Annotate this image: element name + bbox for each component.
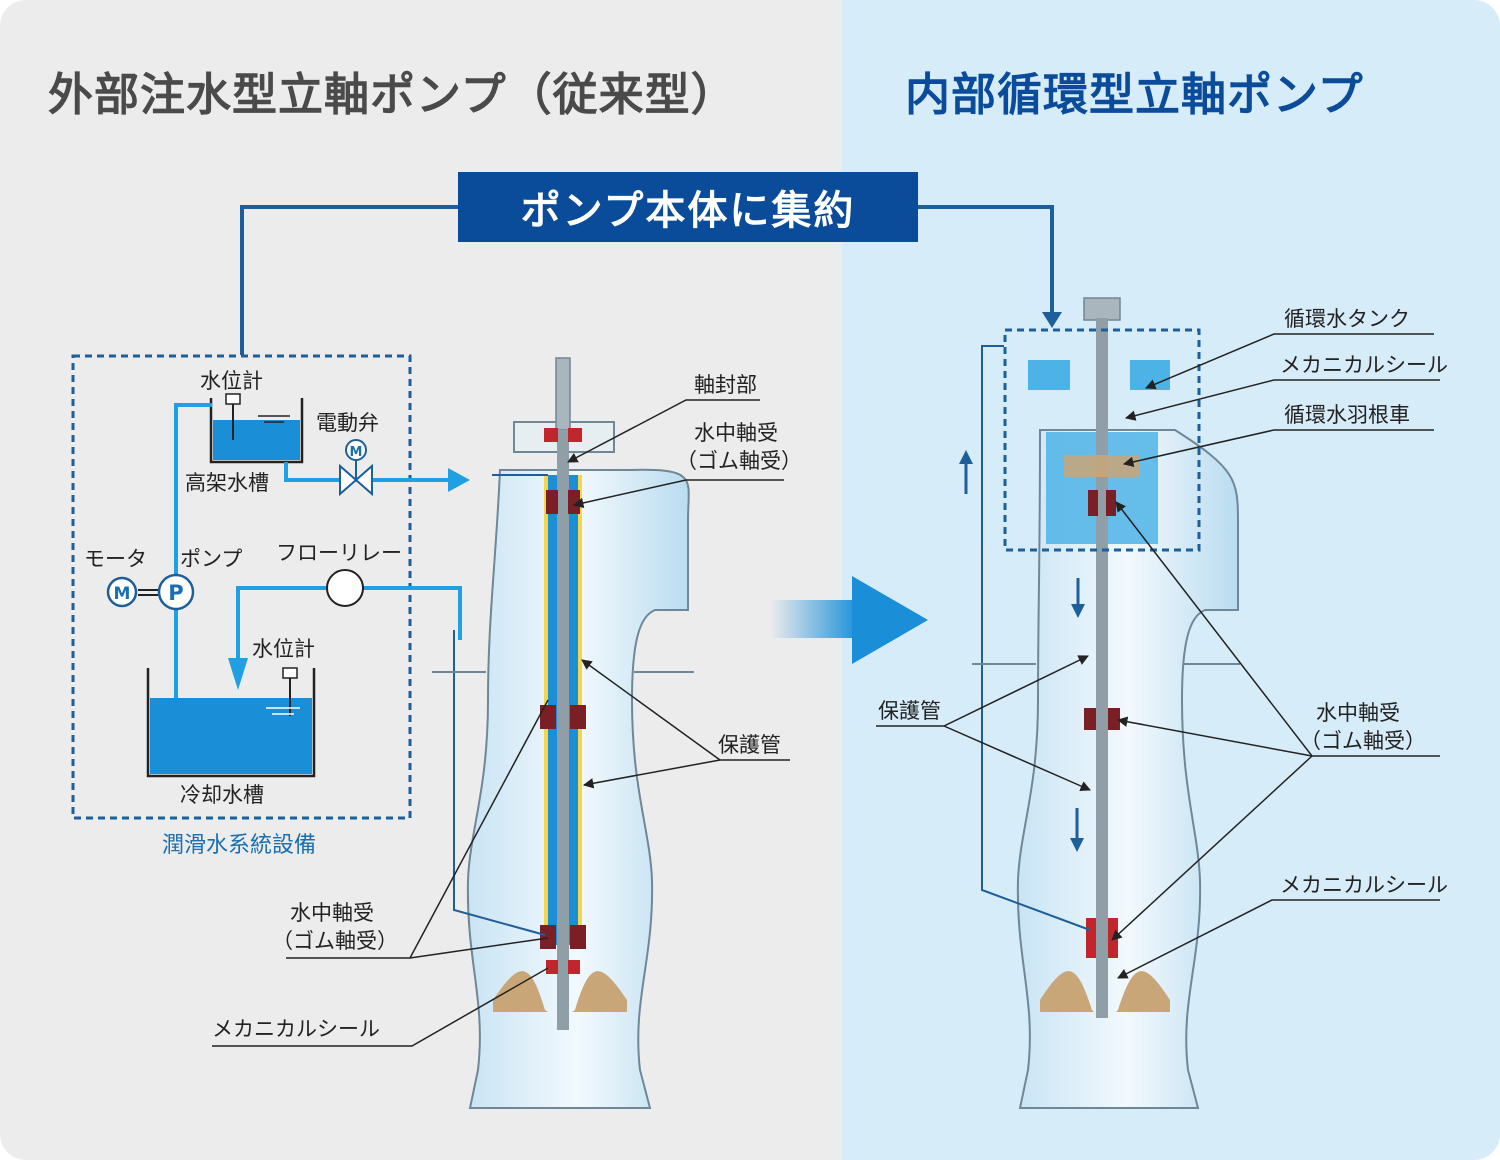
- conventional-pump-title: 外部注水型立軸ポンプ（従来型）: [48, 68, 737, 121]
- bearing-label-line2: （ゴム軸受）: [676, 449, 802, 473]
- right-pump-leaders: 循環水タンク メカニカルシール 循環水羽根車 保護管 水中軸受 （ゴム軸受） メ…: [876, 307, 1448, 979]
- bearing-label-right-line2: （ゴム軸受）: [1300, 729, 1426, 753]
- banner-connector-lines: [240, 205, 1062, 355]
- circ-tank-label: 循環水タンク: [1284, 307, 1410, 331]
- shaft-seal-label: 軸封部: [694, 373, 757, 397]
- cooling-tank-label: 冷却水槽: [180, 783, 264, 807]
- motor-symbol: M: [106, 576, 138, 608]
- protection-tube-label-left: 保護管: [718, 733, 781, 757]
- svg-text:P: P: [168, 581, 183, 605]
- mech-seal-top-label: メカニカルシール: [1280, 353, 1448, 377]
- internal-circulation-pump-title: 内部循環型立軸ポンプ: [905, 68, 1364, 121]
- lubrication-system-caption: 潤滑水系統設備: [162, 833, 316, 858]
- bearing-label-right-line1: 水中軸受: [1316, 701, 1400, 725]
- mech-seal-bottom-label: メカニカルシール: [1280, 873, 1448, 897]
- protection-tube-label-right: 保護管: [878, 699, 941, 723]
- flow-relay-label: フローリレー: [276, 541, 402, 565]
- pump-label: ポンプ: [180, 547, 242, 571]
- motor-label: モータ: [84, 547, 147, 571]
- elevated-tank: [209, 393, 304, 464]
- left-pump-leaders: 軸封部 水中軸受 （ゴム軸受） 保護管 水中軸受 （ゴム軸受） メカニカルシール: [212, 373, 802, 1047]
- svg-text:M: M: [114, 584, 131, 604]
- circ-impeller-label: 循環水羽根車: [1284, 403, 1410, 427]
- lower-bearing-label-line1: 水中軸受: [290, 901, 374, 925]
- svg-text:M: M: [350, 445, 363, 460]
- pump-symbol: P: [157, 573, 195, 611]
- consolidation-banner: ポンプ本体に集約: [458, 172, 918, 242]
- water-level-gauge-top-label: 水位計: [200, 369, 263, 393]
- transition-arrow: [770, 576, 928, 664]
- elevated-tank-label: 高架水槽: [185, 471, 269, 495]
- internal-circulation-pump-drawing: [959, 297, 1240, 1109]
- electric-valve-symbol: M: [339, 439, 373, 497]
- mech-seal-label-left: メカニカルシール: [212, 1017, 380, 1041]
- lubrication-system: M P M: [71, 354, 470, 858]
- conventional-pump-drawing: [432, 357, 694, 1109]
- electric-valve-label: 電動弁: [316, 411, 379, 435]
- lower-bearing-label-line2: （ゴム軸受）: [272, 929, 398, 953]
- cooling-tank: [146, 667, 316, 778]
- bearing-label-line1: 水中軸受: [694, 421, 778, 445]
- water-level-gauge-bottom-label: 水位計: [252, 637, 315, 661]
